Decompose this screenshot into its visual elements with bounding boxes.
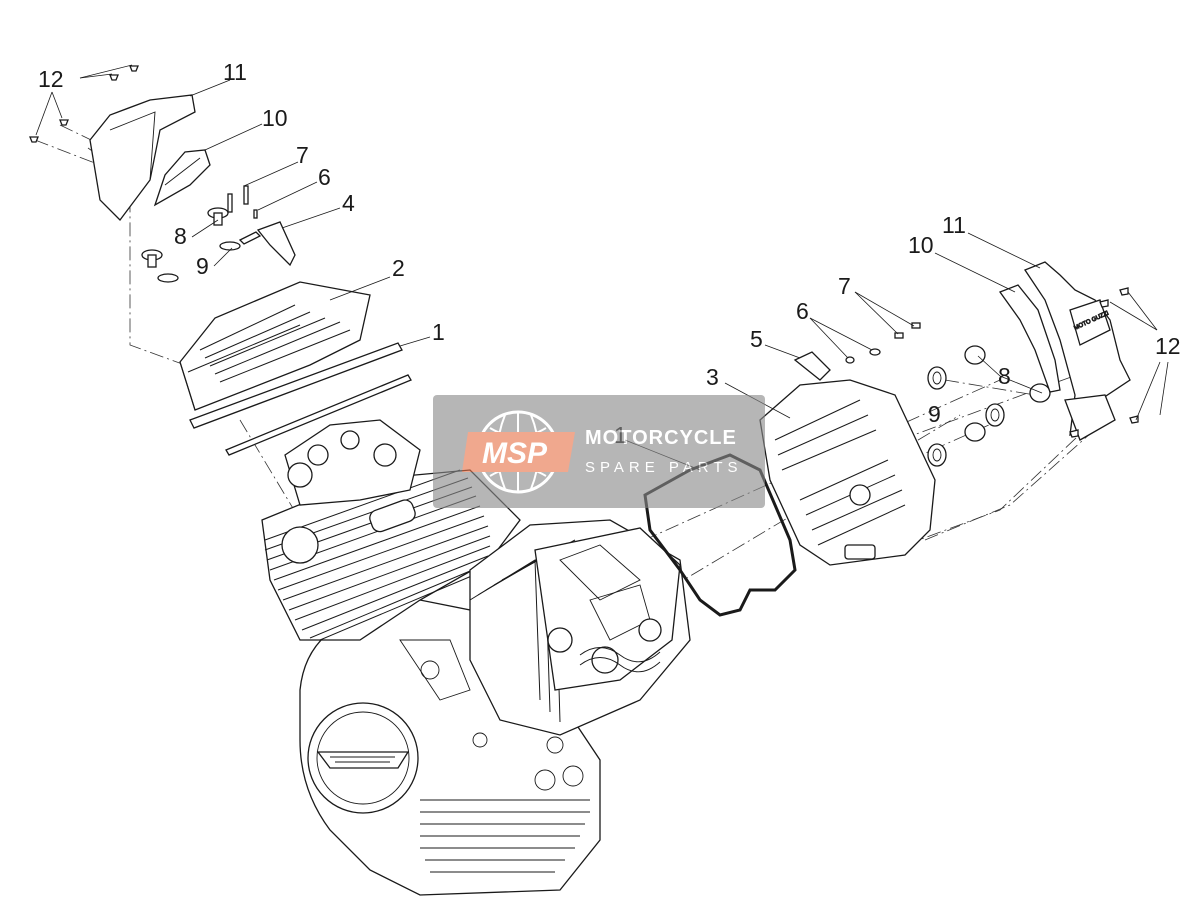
callout-5: 5 <box>750 326 763 352</box>
callout-11-left: 11 <box>223 59 247 85</box>
callout-3: 3 <box>706 364 719 390</box>
left-cover-plate <box>153 149 211 207</box>
right-top-cover: MOTO GUZZI <box>1024 261 1131 441</box>
right-screws <box>1069 287 1139 438</box>
callout-6-right: 6 <box>796 298 809 324</box>
right-small-parts <box>793 322 921 381</box>
right-cover-plate <box>998 284 1061 393</box>
callout-4: 4 <box>342 190 355 216</box>
callout-9-right: 9 <box>928 401 941 427</box>
callout-labels: 12 11 10 7 6 4 8 9 2 1 11 10 7 6 5 3 1 8… <box>38 59 1181 448</box>
callout-10-right: 10 <box>908 232 934 258</box>
callout-7-right: 7 <box>838 273 851 299</box>
callout-7-left: 7 <box>296 142 309 168</box>
right-cylinder-head <box>469 519 691 736</box>
callout-8-left: 8 <box>174 223 187 249</box>
right-head-cover <box>759 379 936 566</box>
callout-6-left: 6 <box>318 164 331 190</box>
callout-12-left: 12 <box>38 66 64 92</box>
callout-9-left: 9 <box>196 253 209 279</box>
callout-1-left: 1 <box>432 319 445 345</box>
left-top-cover <box>89 94 196 221</box>
left-screws <box>29 65 139 143</box>
callout-2: 2 <box>392 255 405 281</box>
gasket-left <box>189 342 412 456</box>
right-bushings <box>927 345 1051 467</box>
watermark-panel <box>433 395 765 508</box>
callout-10-left: 10 <box>262 105 288 131</box>
left-head-cover <box>179 281 371 411</box>
left-cylinder <box>261 419 521 641</box>
right-head-cover-fins <box>774 399 906 546</box>
callout-11-right: 11 <box>942 212 966 238</box>
left-small-parts <box>141 185 296 283</box>
callout-8-right: 8 <box>998 363 1011 389</box>
msp-logo-text: MSP <box>482 437 548 470</box>
left-head-cover-fins <box>187 304 351 383</box>
watermark-title: MOTORCYCLE <box>585 427 737 449</box>
watermark: MSP MOTORCYCLE SPARE PARTS <box>433 395 765 508</box>
sump-fins <box>420 799 590 873</box>
engine-block <box>299 599 601 896</box>
callout-12-right: 12 <box>1155 333 1181 359</box>
msp-logo-badge <box>462 432 575 472</box>
watermark-subtitle: SPARE PARTS <box>585 459 743 476</box>
